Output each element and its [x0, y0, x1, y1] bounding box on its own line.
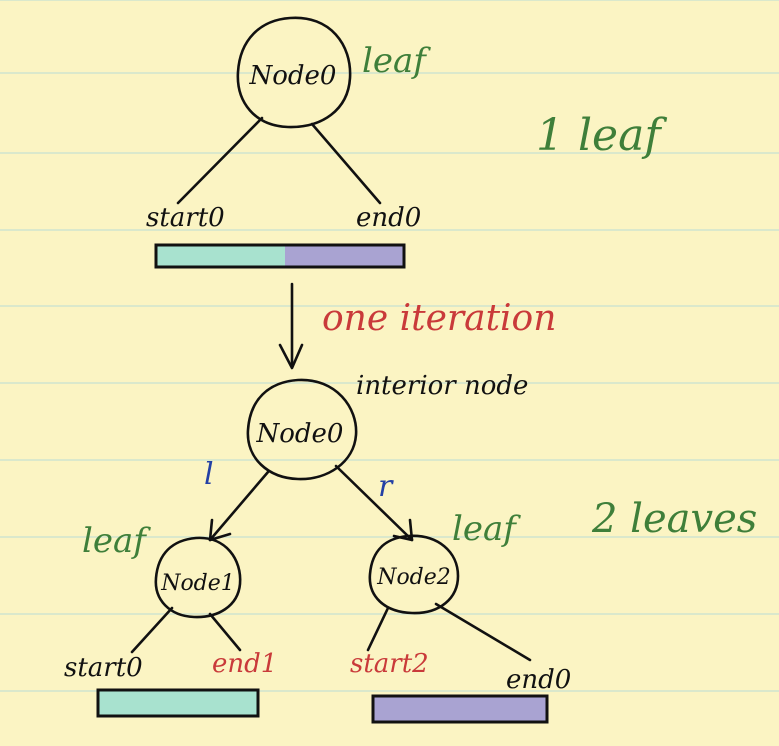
right-child-note: leaf: [452, 509, 521, 549]
before-end-label: end0: [356, 203, 421, 233]
left-child-left-edge: [130, 606, 174, 654]
after-root-node: [246, 378, 358, 481]
before-right-edge: [310, 122, 382, 205]
right-child-node: [368, 534, 460, 615]
after-leaf-count: 2 leaves: [591, 496, 757, 542]
left-start-label: start0: [64, 653, 143, 683]
right-edge-label: r: [378, 469, 394, 504]
left-child-note: leaf: [82, 521, 151, 561]
before-leaf-count: 1 leaf: [536, 110, 667, 161]
right-child-label: Node2: [376, 565, 451, 590]
right-end-label: end0: [506, 665, 571, 695]
down-arrow-icon: [278, 343, 304, 370]
before-tree: Node0 leaf start0 end0 1 leaf: [146, 16, 667, 269]
right-child-left-edge: [366, 606, 390, 652]
left-child-right-edge: [208, 612, 242, 652]
left-end-label: end1: [212, 649, 277, 679]
transition: one iteration: [278, 282, 556, 370]
right-bar: [371, 694, 549, 724]
after-left-edge: [208, 470, 270, 542]
after-tree: Node0 interior node l r Node1 leaf Node2…: [64, 371, 757, 724]
left-edge-label: l: [204, 457, 214, 492]
left-child-label: Node1: [160, 571, 235, 596]
ruled-lines: [0, 0, 779, 692]
before-bar-teal: [156, 245, 290, 267]
before-root-note: leaf: [362, 41, 431, 81]
before-left-edge: [176, 116, 264, 205]
before-root-label: Node0: [249, 61, 337, 91]
left-bar: [96, 688, 260, 718]
after-right-edge: [334, 464, 414, 542]
left-child-node: [154, 536, 242, 619]
before-bar-outline: [154, 243, 406, 269]
before-root-node: [236, 16, 352, 129]
right-start-label: start2: [350, 649, 429, 679]
after-root-label: Node0: [256, 419, 344, 449]
before-bar-purple: [285, 245, 404, 267]
after-root-note: interior node: [356, 371, 528, 401]
right-child-right-edge: [434, 602, 532, 662]
transition-label: one iteration: [322, 298, 556, 339]
before-start-label: start0: [146, 203, 225, 233]
